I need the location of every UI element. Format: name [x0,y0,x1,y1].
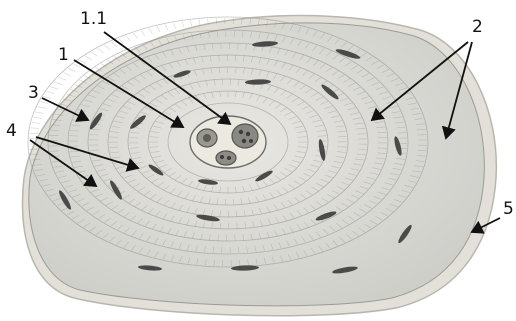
striation [68,68,75,72]
striation [165,24,168,30]
label-4: 4 [6,121,17,141]
striation [58,77,66,80]
striation [173,23,175,29]
striation [46,91,54,94]
striation [37,107,46,109]
label-1-1: 1.1 [80,9,107,29]
vessel [232,124,258,148]
striation [40,102,49,104]
vessel [216,151,236,165]
striation [199,19,200,25]
striation [126,36,131,41]
striation [149,28,153,34]
label-3: 3 [28,83,39,103]
striation [50,87,58,90]
striation [54,82,62,85]
striation [91,52,97,56]
striation [104,45,110,50]
striation [30,128,39,129]
striation [141,31,145,36]
striation [33,117,42,118]
striation [35,112,44,113]
striation [63,73,71,76]
striation [85,56,92,60]
label-5: 5 [503,199,514,219]
label-1: 1 [58,45,69,65]
striation [157,26,160,32]
striation [111,42,116,47]
striation [98,48,104,53]
striation [182,21,184,27]
striation [74,64,81,68]
striation [32,123,41,124]
central-canal [190,116,266,168]
striation [133,33,137,38]
striation [190,20,192,26]
label-2: 2 [472,17,483,37]
